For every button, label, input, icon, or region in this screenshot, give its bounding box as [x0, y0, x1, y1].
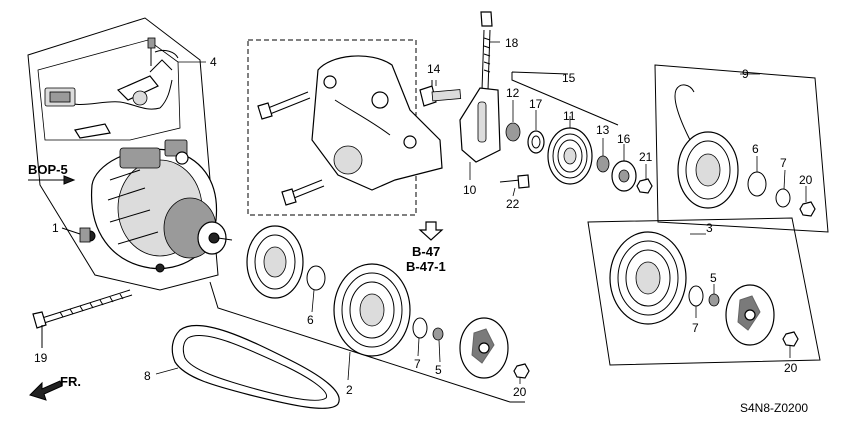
callout-20-box: 20 [784, 361, 798, 375]
part-clutch-plate-box [725, 284, 775, 346]
part-7-snap-ring-lower [412, 317, 428, 339]
bracket-dashed-box [247, 39, 417, 216]
part-6-snap-ring-lower [306, 265, 326, 291]
part-5-shim-box [708, 293, 720, 307]
callout-14: 14 [427, 62, 441, 76]
part-20-nut-upper [799, 201, 816, 217]
callout-7-box: 7 [692, 321, 699, 335]
ref-b-47-1[interactable]: B-47-1 [406, 259, 446, 274]
compressor-bracket [311, 55, 443, 191]
compressor-body [84, 139, 233, 273]
part-14-bolt [419, 80, 462, 107]
part-20-nut-lower [513, 363, 530, 379]
callout-4: 4 [210, 55, 217, 69]
callout-3: 3 [706, 221, 713, 235]
callout-7-lower: 7 [414, 357, 421, 371]
callout-17: 17 [529, 97, 543, 111]
bracket-bolt-lower [281, 179, 325, 206]
callout-22: 22 [506, 197, 520, 211]
callout-5-lower: 5 [435, 363, 442, 377]
part-kit-pulley [333, 263, 411, 357]
part-6-snap-ring-upper [747, 171, 767, 197]
callout-19: 19 [34, 351, 48, 365]
b47-arrow [418, 221, 444, 241]
callout-10: 10 [463, 183, 477, 197]
compressor-box-frame [27, 17, 219, 291]
callout-6-lower: 6 [307, 313, 314, 327]
callout-5-box: 5 [710, 271, 717, 285]
part-kit-field-coil [246, 225, 304, 299]
callout-7-upper: 7 [780, 156, 787, 170]
callout-20-lower: 20 [513, 385, 527, 399]
callout-13: 13 [596, 123, 610, 137]
callout-2: 2 [346, 383, 353, 397]
group-15-bracket [511, 71, 619, 126]
callout-18: 18 [505, 36, 519, 50]
front-arrow [29, 380, 63, 401]
part-21-nut [636, 178, 653, 194]
part-11-idler-pulley [547, 127, 593, 185]
callout-21: 21 [639, 150, 653, 164]
field-coil-box [654, 64, 829, 233]
callout-15: 15 [562, 71, 576, 85]
bracket-bolt-upper [257, 91, 311, 120]
wire-harness [44, 37, 179, 139]
part-19-long-bolt [32, 289, 133, 348]
callout-1: 1 [52, 221, 59, 235]
part-3-clutch-pulley [609, 231, 687, 325]
part-8-drive-belt [171, 324, 340, 409]
leader-lines [155, 41, 807, 384]
part-7-snap-ring-box [688, 285, 704, 307]
part-22-bolt [499, 174, 530, 189]
front-label: FR. [60, 374, 81, 389]
callout-16: 16 [617, 132, 631, 146]
part-9-field-coil [674, 84, 739, 209]
part-17-washer [527, 130, 545, 154]
part-7-snap-ring-upper [775, 188, 791, 208]
part-5-shim-lower [432, 327, 444, 341]
part-kit-clutch-plate [459, 317, 509, 379]
part-10-adjuster-bracket [459, 87, 501, 163]
callout-8: 8 [144, 369, 151, 383]
bop-arrow [28, 175, 76, 185]
callout-20-upper: 20 [799, 173, 813, 187]
part-1-bolt [61, 227, 91, 243]
part-18-adjust-bolt [480, 11, 493, 91]
callout-12: 12 [506, 86, 520, 100]
callout-6-upper: 6 [752, 142, 759, 156]
part-16-plate [611, 160, 637, 192]
diagram-code: S4N8-Z0200 [740, 401, 808, 415]
ref-bop-5[interactable]: BOP-5 [28, 162, 68, 177]
callout-9: 9 [742, 67, 749, 81]
part-13-spacer [596, 155, 610, 173]
clutch-assembly-box [587, 217, 821, 366]
part-12-collar [505, 122, 521, 142]
part-20-nut-box [782, 331, 799, 347]
callout-11: 11 [563, 109, 576, 123]
ref-b-47[interactable]: B-47 [412, 244, 440, 259]
